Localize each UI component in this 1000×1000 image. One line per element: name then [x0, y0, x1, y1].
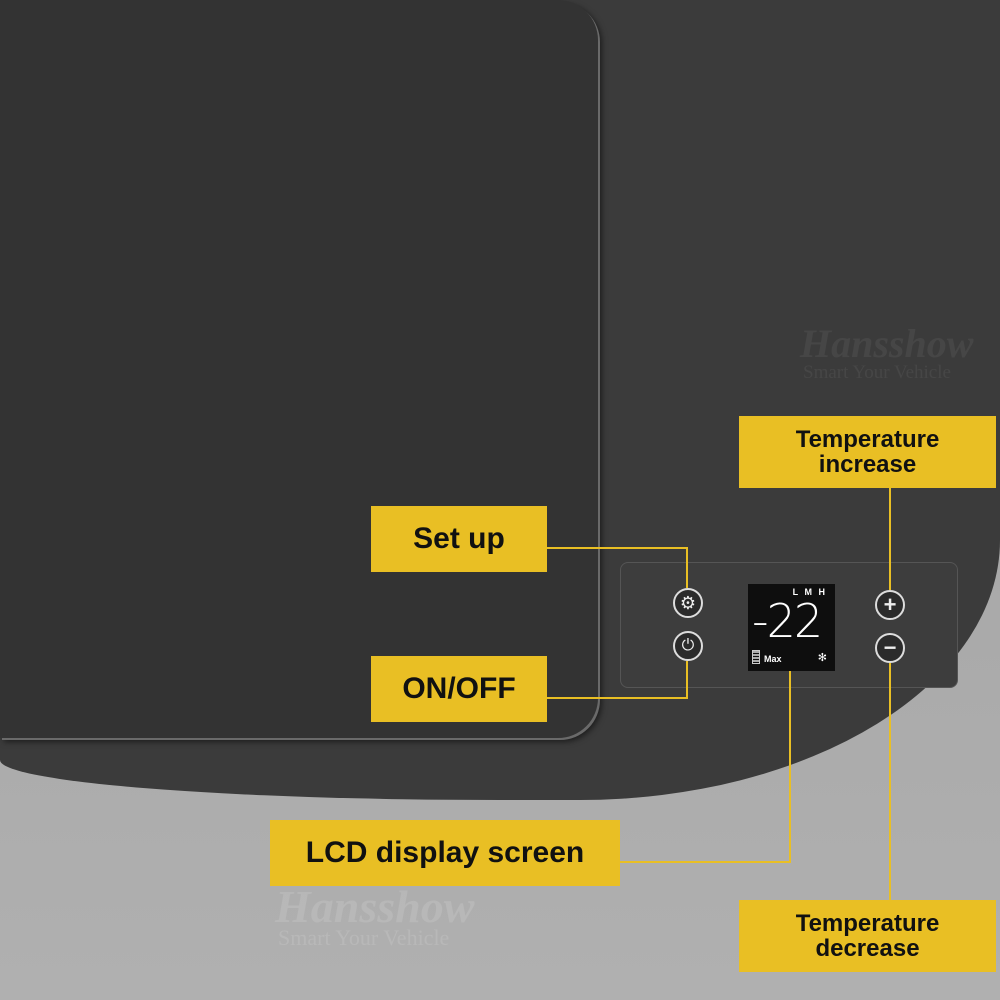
leader-line: [546, 547, 688, 549]
watermark: Hansshow: [800, 321, 974, 366]
leader-line: [889, 663, 891, 900]
bluetooth-icon: ✻: [817, 652, 827, 664]
temperature-readout: -22: [752, 594, 823, 648]
fridge-lid: [0, 0, 598, 738]
leader-line: [619, 861, 791, 863]
minus-icon: −: [883, 635, 897, 660]
leader-line: [889, 488, 891, 590]
power-button[interactable]: ⏻: [673, 631, 703, 661]
power-icon: ⏻: [681, 637, 695, 654]
callout-setup: Set up: [371, 506, 547, 572]
battery-icon: [752, 650, 760, 664]
leader-line: [789, 671, 791, 863]
callout-temperature-decrease: Temperature decrease: [739, 900, 996, 972]
callout-temperature-increase: Temperature increase: [739, 416, 996, 488]
lcd-display: L M H -22 Max ✻: [748, 584, 835, 671]
fan-level-indicator: L M H: [792, 587, 827, 597]
watermark-tagline: Smart Your Vehicle: [803, 362, 951, 383]
setup-button[interactable]: ⚙: [673, 588, 703, 618]
temperature-decrease-button[interactable]: −: [875, 633, 905, 663]
leader-line: [546, 697, 688, 699]
mode-indicator: Max: [764, 654, 782, 664]
plus-icon: +: [883, 592, 897, 617]
watermark: Hansshow: [275, 881, 475, 932]
callout-onoff: ON/OFF: [371, 656, 547, 722]
callout-lcd: LCD display screen: [270, 820, 620, 886]
leader-line: [686, 661, 688, 699]
watermark-tagline: Smart Your Vehicle: [278, 925, 450, 950]
gear-icon: ⚙: [679, 592, 697, 613]
leader-line: [686, 547, 688, 588]
temperature-increase-button[interactable]: +: [875, 590, 905, 620]
